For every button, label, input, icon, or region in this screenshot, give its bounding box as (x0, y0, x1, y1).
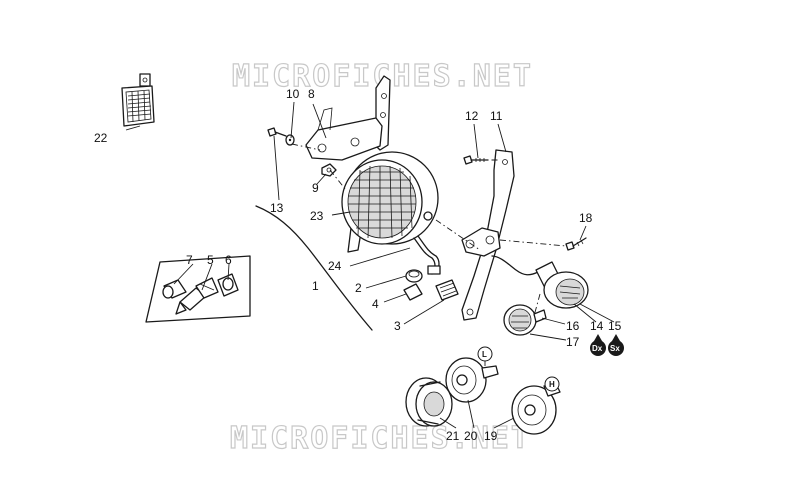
svg-text:L: L (482, 350, 487, 359)
turn-signal-bracket-part[interactable] (461, 149, 515, 321)
horn-high-part[interactable] (511, 383, 561, 435)
callout-8: 8 (308, 87, 315, 101)
callout-13: 13 (270, 201, 284, 215)
svg-text:Sx: Sx (610, 344, 620, 353)
callout-21: 21 (446, 429, 460, 443)
callout-20: 20 (464, 429, 478, 443)
callout-7: 7 (186, 253, 193, 267)
callout-10: 10 (286, 87, 300, 101)
horn-cover-part[interactable] (405, 377, 453, 427)
callout-16: 16 (566, 319, 580, 333)
connector-part[interactable] (435, 279, 459, 301)
callout-23: 23 (310, 209, 324, 223)
turn-signal-part[interactable] (491, 255, 589, 309)
headlight-bracket-part[interactable] (305, 75, 391, 161)
left-side-badge: Sx (608, 334, 624, 356)
callout-9: 9 (312, 181, 319, 195)
callout-24: 24 (328, 259, 342, 273)
halogen-bulb-part[interactable] (175, 277, 219, 315)
callout-1: 1 (312, 279, 319, 293)
turn-signal-lens-part[interactable] (503, 304, 547, 336)
svg-text:H: H (549, 380, 555, 389)
svg-text:Dx: Dx (592, 344, 603, 353)
screw-part[interactable] (267, 127, 295, 146)
assembly-guides (291, 143, 567, 317)
grommet-part[interactable] (403, 283, 423, 301)
bulb-kit-box (145, 255, 251, 323)
watermark-bottom: MICROFICHES.NET (230, 421, 531, 456)
right-side-badge: Dx (590, 334, 606, 356)
callout-18: 18 (579, 211, 593, 225)
frame-outline (255, 205, 373, 331)
callout-2: 2 (355, 281, 362, 295)
reflector-part[interactable] (121, 73, 155, 127)
horn-low-part[interactable] (445, 357, 499, 403)
callout-3: 3 (394, 319, 401, 333)
callout-15: 15 (608, 319, 622, 333)
callout-22: 22 (94, 131, 108, 145)
callout-6: 6 (225, 253, 232, 267)
callout-12: 12 (465, 109, 479, 123)
bulb-cap-part[interactable] (405, 269, 423, 283)
callout-11: 11 (490, 109, 503, 123)
low-horn-badge: L (477, 346, 493, 366)
headlight-part[interactable] (341, 151, 439, 253)
callout-17: 17 (566, 335, 580, 349)
callout-4: 4 (372, 297, 379, 311)
turn-signal-screw-part[interactable] (463, 155, 489, 165)
callout-14: 14 (590, 319, 604, 333)
high-horn-badge: H (544, 376, 560, 392)
callout-5: 5 (207, 253, 214, 267)
bulb-part[interactable] (162, 279, 187, 299)
leader-lines (125, 101, 615, 429)
wiring-part[interactable] (413, 235, 441, 275)
callout-19: 19 (484, 429, 498, 443)
callout-labels: 10 8 9 13 23 24 1 2 4 3 22 7 5 6 12 11 1… (94, 87, 622, 443)
bracket-screw-part[interactable] (565, 237, 587, 251)
